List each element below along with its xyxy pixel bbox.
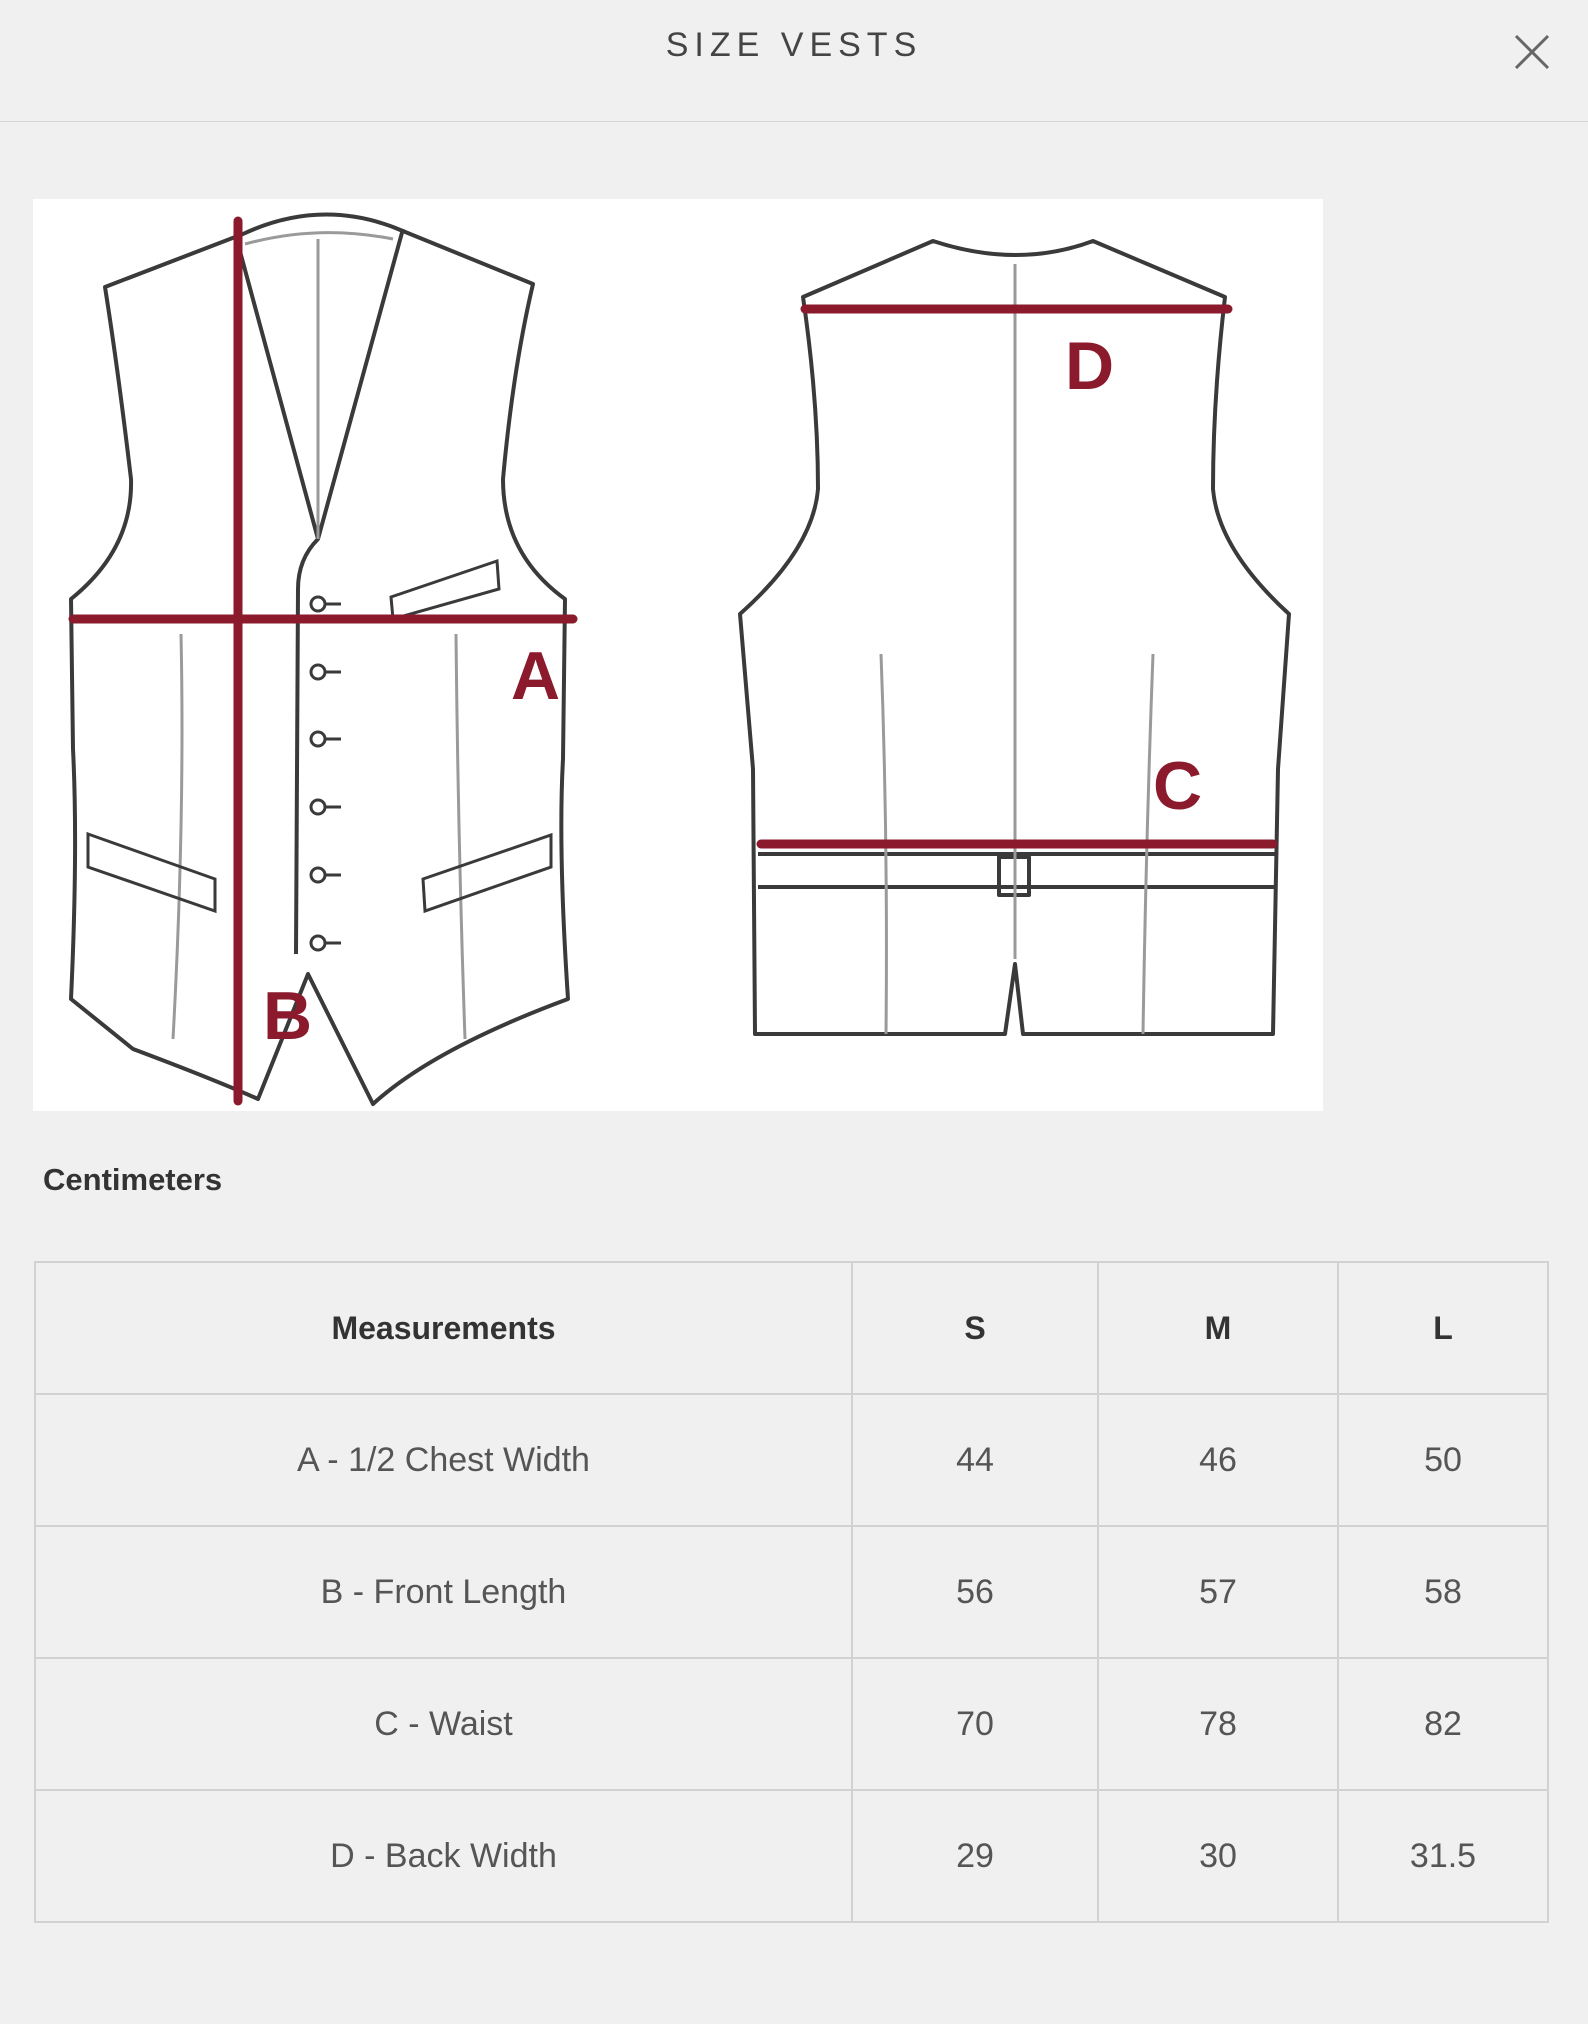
value-m: 78 xyxy=(1097,1657,1339,1791)
measurement-labels: A B C D xyxy=(263,328,1202,1054)
modal-header: SIZE VESTS xyxy=(0,0,1588,122)
modal-title: SIZE VESTS xyxy=(665,26,923,64)
header-size-m: M xyxy=(1097,1261,1339,1395)
label-c: C xyxy=(1153,748,1202,824)
value-m: 30 xyxy=(1097,1789,1339,1923)
value-m: 46 xyxy=(1097,1393,1339,1527)
size-table: Measurements S M L A - 1/2 Chest Width 4… xyxy=(34,1261,1549,1923)
table-row: C - Waist 70 78 82 xyxy=(34,1657,1549,1791)
vest-illustration: A B C D xyxy=(68,212,1291,1106)
measurement-name: C - Waist xyxy=(34,1657,853,1791)
header-size-s: S xyxy=(851,1261,1099,1395)
value-l: 82 xyxy=(1337,1657,1549,1791)
table-row: B - Front Length 56 57 58 xyxy=(34,1525,1549,1659)
header-measurements: Measurements xyxy=(34,1261,853,1395)
header-size-l: L xyxy=(1337,1261,1549,1395)
label-d: D xyxy=(1065,328,1114,404)
table-row: A - 1/2 Chest Width 44 46 50 xyxy=(34,1393,1549,1527)
table-row: D - Back Width 29 30 31.5 xyxy=(34,1789,1549,1923)
vest-measurement-diagram: A B C D xyxy=(33,199,1323,1111)
measurement-name: B - Front Length xyxy=(34,1525,853,1659)
label-b: B xyxy=(263,978,312,1054)
label-a: A xyxy=(511,638,560,714)
measurement-name: A - 1/2 Chest Width xyxy=(34,1393,853,1527)
measurement-lines xyxy=(68,216,1278,1106)
value-s: 44 xyxy=(851,1393,1099,1527)
value-s: 29 xyxy=(851,1789,1099,1923)
value-l: 31.5 xyxy=(1337,1789,1549,1923)
vest-front-pockets xyxy=(86,558,553,914)
close-icon xyxy=(1514,34,1550,70)
value-l: 58 xyxy=(1337,1525,1549,1659)
value-m: 57 xyxy=(1097,1525,1339,1659)
value-l: 50 xyxy=(1337,1393,1549,1527)
table-header-row: Measurements S M L xyxy=(34,1261,1549,1395)
measurement-name: D - Back Width xyxy=(34,1789,853,1923)
vest-front-details xyxy=(171,231,467,1040)
value-s: 56 xyxy=(851,1525,1099,1659)
vest-front-buttons xyxy=(309,595,341,952)
close-button[interactable] xyxy=(1510,30,1554,74)
unit-label: Centimeters xyxy=(43,1162,223,1197)
value-s: 70 xyxy=(851,1657,1099,1791)
